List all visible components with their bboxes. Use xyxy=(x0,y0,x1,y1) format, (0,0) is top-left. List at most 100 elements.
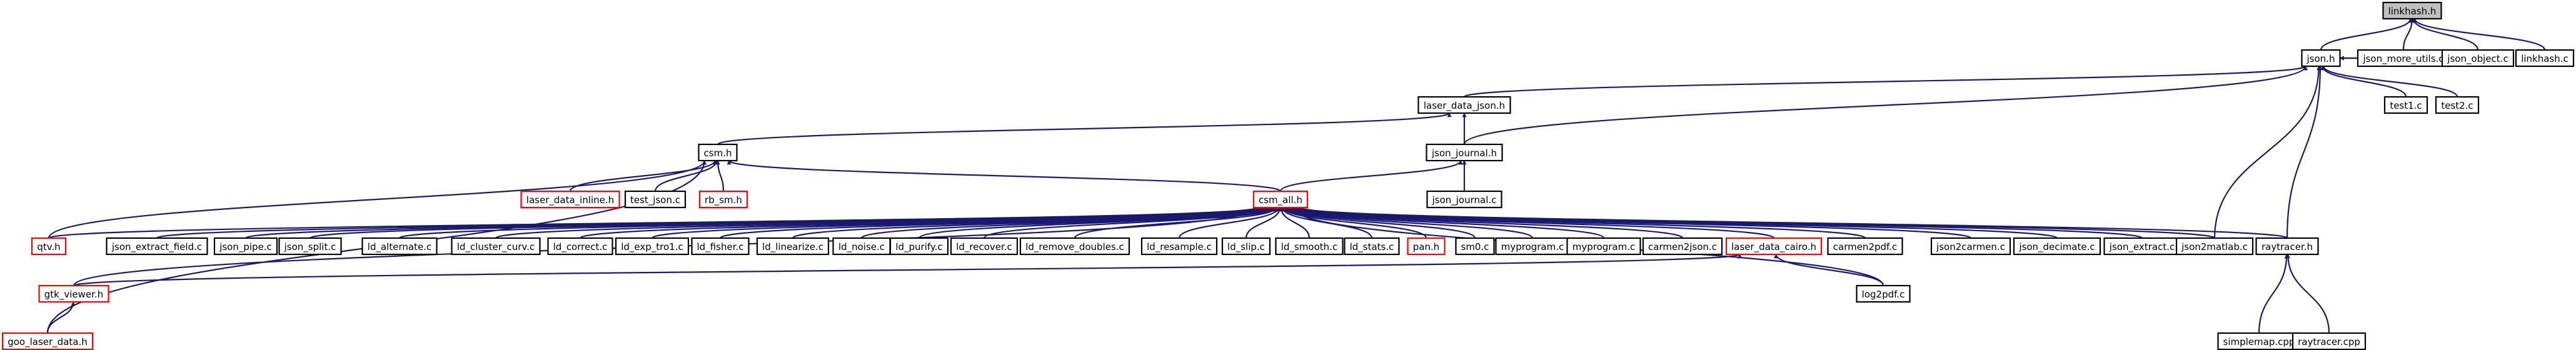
graph-node-json-object-c[interactable]: json_object.c xyxy=(2441,49,2515,68)
node-box xyxy=(106,237,208,256)
graph-node-myprogram-c-1[interactable]: myprogram.c xyxy=(1495,237,1570,256)
graph-node-csm-all-h[interactable]: csm_all.h xyxy=(1252,190,1309,209)
edge-raytracer-cpp-to-raytracer-h xyxy=(2285,254,2330,334)
graph-node-myprogram-c-2[interactable]: myprogram.c xyxy=(1566,237,1641,256)
edge-json-h-to-linkhash-h xyxy=(2320,18,2413,51)
graph-node-ld-alternate-c[interactable]: ld_alternate.c xyxy=(361,237,438,256)
graph-node-csm-h[interactable]: csm.h xyxy=(698,143,738,162)
node-label: json_journal.h xyxy=(1431,148,1497,159)
graph-node-gtk-viewer-h[interactable]: gtk_viewer.h xyxy=(38,284,109,303)
graph-node-ld-correct-c[interactable]: ld_correct.c xyxy=(547,237,613,256)
graph-node-ld-cluster-curv-c[interactable]: ld_cluster_curv.c xyxy=(451,237,541,256)
graph-node-simplemap-cpp[interactable]: simplemap.cpp xyxy=(2217,332,2301,350)
graph-node-json-journal-c[interactable]: json_journal.c xyxy=(1426,190,1502,209)
node-label: ld_recover.c xyxy=(956,241,1012,253)
graph-node-linkhash-h[interactable]: linkhash.h xyxy=(2382,1,2442,20)
node-label: ld_resample.c xyxy=(1147,241,1212,253)
dependency-edge xyxy=(654,160,719,192)
node-box xyxy=(278,237,342,256)
node-box xyxy=(2292,332,2367,350)
edge-rb-sm-h-to-csm-h xyxy=(715,160,725,192)
node-label: laser_data_json.h xyxy=(1424,100,1505,112)
edges-layer xyxy=(46,18,2546,334)
graph-node-json-split-c[interactable]: json_split.c xyxy=(278,237,342,256)
graph-node-laser-data-json-h[interactable]: laser_data_json.h xyxy=(1417,96,1511,114)
node-label: ld_cluster_curv.c xyxy=(457,241,535,253)
graph-node-test2-c[interactable]: test2.c xyxy=(2435,96,2480,114)
graph-node-json-journal-h[interactable]: json_journal.h xyxy=(1426,143,1503,162)
graph-node-ld-smooth-c[interactable]: ld_smooth.c xyxy=(1275,237,1344,256)
node-box xyxy=(1252,190,1309,209)
graph-node-pan-h[interactable]: pan.h xyxy=(1407,237,1446,256)
graph-node-test-json-c[interactable]: test_json.c xyxy=(624,190,687,209)
node-label: ld_stats.c xyxy=(1350,241,1394,253)
edge-csm-all-h-to-json-journal-h xyxy=(1279,160,1463,192)
dependency-edge xyxy=(1178,207,1281,239)
dependency-edge xyxy=(1282,207,1476,239)
graph-node-ld-fisher-c[interactable]: ld_fisher.c xyxy=(691,237,750,256)
node-box xyxy=(1566,237,1641,256)
node-label: json_pipe.c xyxy=(219,241,272,253)
graph-node-carmen2pdf-c[interactable]: carmen2pdf.c xyxy=(1827,237,1903,256)
graph-node-json2carmen-c[interactable]: json2carmen.c xyxy=(1930,237,2011,256)
edge-raytracer-h-to-csm-all-h xyxy=(1299,206,2288,239)
dependency-edge xyxy=(2412,18,2546,51)
graph-node-ld-exp-tro1-c[interactable]: ld_exp_tro1.c xyxy=(615,237,690,256)
graph-node-json-decimate-c[interactable]: json_decimate.c xyxy=(2013,237,2101,256)
dependency-edge xyxy=(1279,160,1463,192)
node-box xyxy=(756,237,830,256)
edge-test2-c-to-json-h xyxy=(2321,66,2458,98)
graph-node-raytracer-cpp[interactable]: raytracer.cpp xyxy=(2292,332,2367,350)
graph-node-log2pdf-c[interactable]: log2pdf.c xyxy=(1856,284,1911,303)
graph-node-json-extract-field-c[interactable]: json_extract_field.c xyxy=(106,237,208,256)
node-box xyxy=(547,237,613,256)
edge-ld-resample-c-to-csm-all-h xyxy=(1178,207,1281,239)
graph-node-rb-sm-h[interactable]: rb_sm.h xyxy=(698,190,748,209)
dependency-edge xyxy=(983,206,1277,239)
dependency-edge xyxy=(1281,207,1427,239)
node-box xyxy=(950,237,1019,256)
node-label: raytracer.h xyxy=(2262,241,2313,252)
node-label: test2.c xyxy=(2441,100,2473,111)
graph-node-ld-recover-c[interactable]: ld_recover.c xyxy=(950,237,1019,256)
graph-node-qtv-h[interactable]: qtv.h xyxy=(31,237,67,256)
edge-sm0-c-to-csm-all-h xyxy=(1282,207,1476,239)
node-label: test1.c xyxy=(2390,100,2422,111)
node-label: laser_data_inline.h xyxy=(526,194,614,206)
node-box xyxy=(1426,143,1503,162)
graph-node-ld-slip-c[interactable]: ld_slip.c xyxy=(1221,237,1271,256)
graph-node-laser-data-inline-h[interactable]: laser_data_inline.h xyxy=(520,190,620,209)
graph-node-json-extract-c[interactable]: json_extract.c xyxy=(2103,237,2181,256)
graph-node-laser-data-cairo-h[interactable]: laser_data_cairo.h xyxy=(1725,237,1823,256)
graph-node-linkhash-c[interactable]: linkhash.c xyxy=(2515,49,2575,68)
graph-node-json-more-utils-c[interactable]: json_more_utils.c xyxy=(2357,49,2450,68)
graph-node-ld-stats-c[interactable]: ld_stats.c xyxy=(1344,237,1400,256)
graph-node-json-h[interactable]: json.h xyxy=(2301,49,2341,68)
node-box xyxy=(1930,237,2011,256)
graph-node-ld-noise-c[interactable]: ld_noise.c xyxy=(832,237,891,256)
graph-node-sm0-c[interactable]: sm0.c xyxy=(1455,237,1495,256)
edge-carmen2json-c-to-csm-all-h xyxy=(1286,206,1684,239)
graph-node-json-pipe-c[interactable]: json_pipe.c xyxy=(213,237,278,256)
graph-node-goo-laser-data-h[interactable]: goo_laser_data.h xyxy=(1,332,94,350)
edge-laser-data-json-h-to-json-h xyxy=(1463,65,2308,98)
dependency-edge xyxy=(2321,66,2458,98)
graph-node-ld-resample-c[interactable]: ld_resample.c xyxy=(1140,237,1218,256)
edge-ld-purify-c-to-csm-all-h xyxy=(918,206,1275,239)
graph-node-ld-linearize-c[interactable]: ld_linearize.c xyxy=(756,237,830,256)
node-label: csm.h xyxy=(704,148,732,159)
graph-node-json2matlab-c[interactable]: json2matlab.c xyxy=(2175,237,2254,256)
node-label: ld_noise.c xyxy=(838,241,885,253)
dependency-edge xyxy=(918,206,1275,239)
node-box xyxy=(520,190,620,209)
graph-node-test1-c[interactable]: test1.c xyxy=(2383,96,2428,114)
graph-node-carmen2json-c[interactable]: carmen2json.c xyxy=(1642,237,1723,256)
graph-node-ld-purify-c[interactable]: ld_purify.c xyxy=(889,237,949,256)
node-box xyxy=(2255,237,2319,256)
edge-pan-h-to-csm-all-h xyxy=(1281,207,1427,239)
node-box xyxy=(1407,237,1446,256)
graph-node-ld-remove-doubles-c[interactable]: ld_remove_doubles.c xyxy=(1019,237,1130,256)
node-box xyxy=(1725,237,1823,256)
edge-log2pdf-c-to-laser-data-cairo-h xyxy=(1774,254,1884,286)
graph-node-raytracer-h[interactable]: raytracer.h xyxy=(2255,237,2319,256)
